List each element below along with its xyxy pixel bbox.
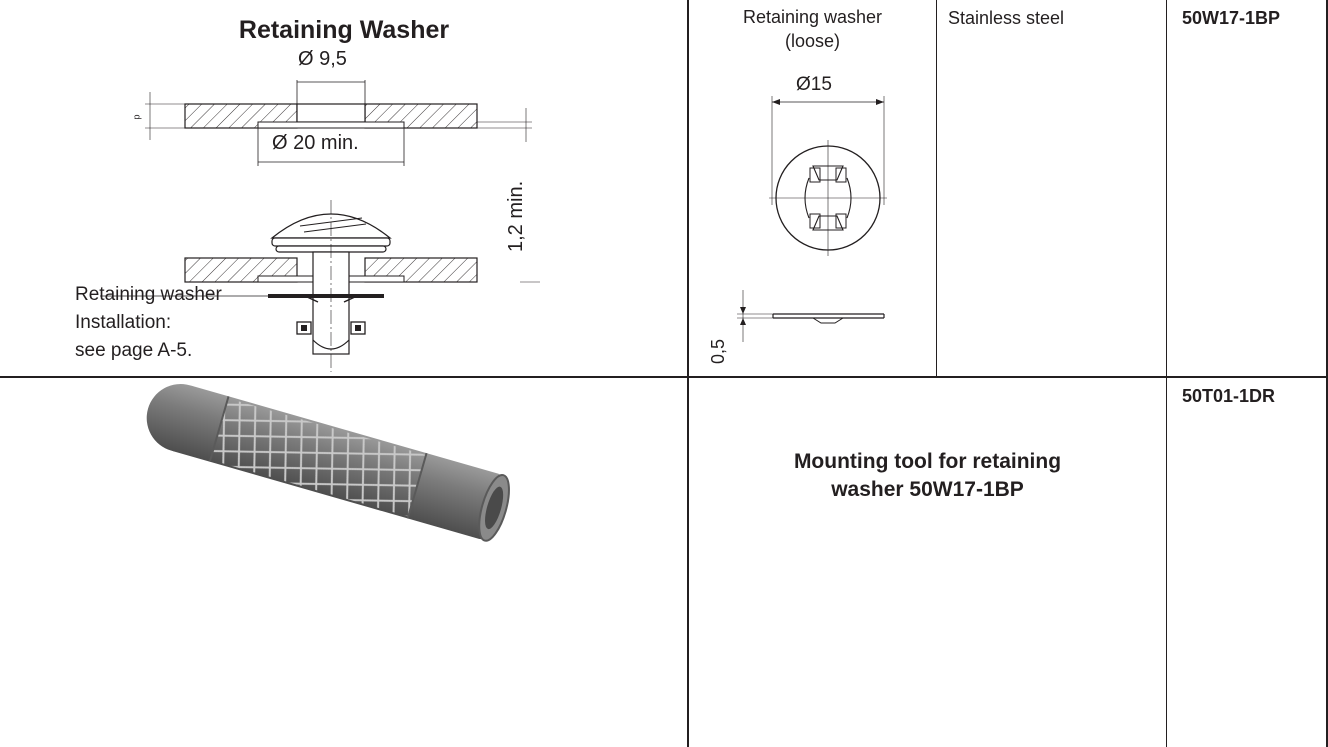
dimension-diameter: Ø15 — [796, 74, 832, 95]
washer-drawing — [737, 96, 887, 342]
dimension-counterbore: Ø 20 min. — [272, 132, 359, 154]
part-number-tool: 50T01-1DR — [1182, 386, 1276, 406]
drawing-title: Retaining Washer — [238, 16, 450, 44]
column-divider — [1166, 0, 1167, 747]
dimension-bore: Ø 9,5 — [298, 48, 347, 70]
note-retaining-washer: Retaining washer — [75, 284, 222, 305]
note-see-page: see page A-5. — [75, 340, 193, 361]
column-divider — [1326, 0, 1328, 747]
material-value: Stainless steel — [948, 8, 1065, 28]
tool-description-line-2: washer 50W17-1BP — [831, 478, 1024, 501]
description-line-2: (loose) — [784, 31, 841, 51]
column-divider — [687, 0, 689, 747]
part-number-washer: 50W17-1BP — [1182, 8, 1281, 28]
panel-section-drawing — [100, 80, 540, 372]
mounting-tool-image — [146, 384, 510, 542]
note-installation: Installation: — [75, 312, 172, 333]
row-divider — [0, 376, 1328, 378]
description-line-1: Retaining washer — [742, 7, 883, 27]
column-divider — [936, 0, 937, 377]
tool-description-line-1: Mounting tool for retaining — [793, 450, 1062, 473]
